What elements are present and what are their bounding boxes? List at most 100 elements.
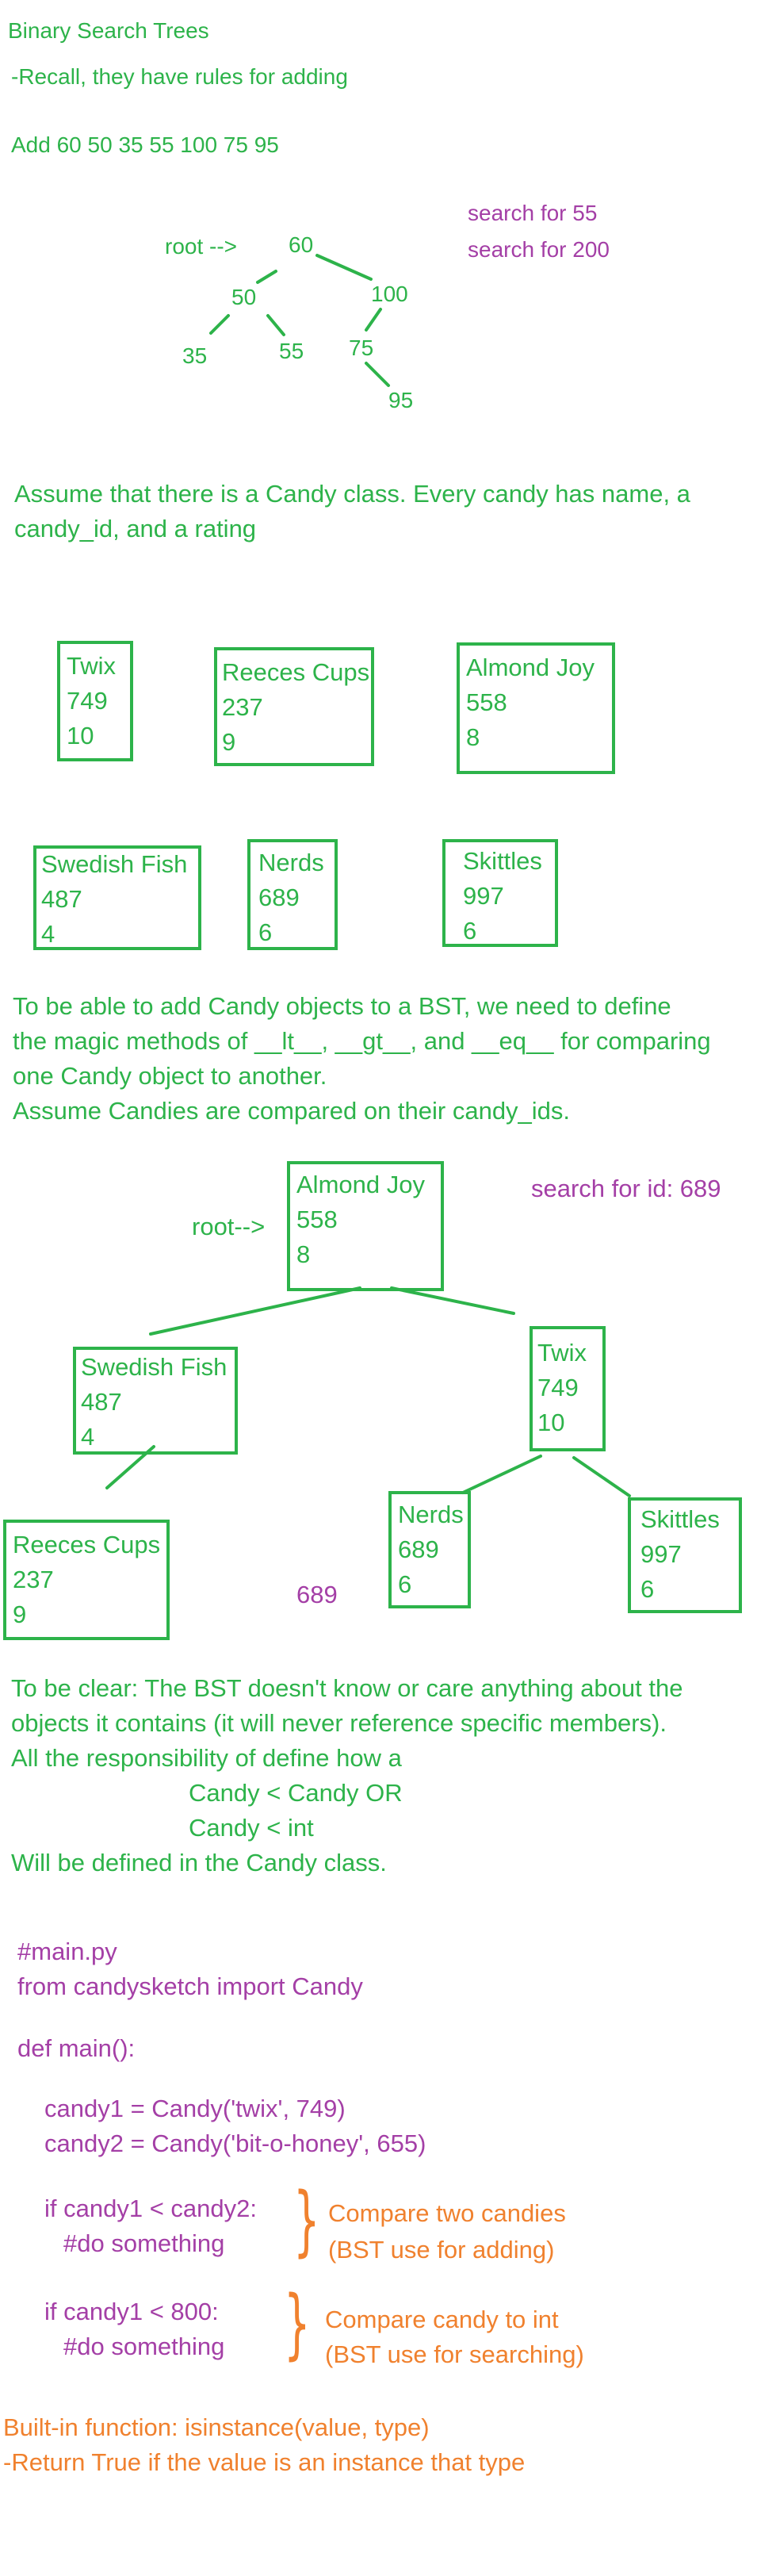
brace-compare-int: } [284,2279,311,2368]
candy-card-swedishfish-name: Swedish Fish [41,850,188,878]
candy-card-nerds-rating: 6 [258,918,273,946]
edge-twix-skittles [572,1456,631,1497]
candy-card-skittles-name: Skittles [463,847,542,875]
candy-card-swedishfish-rating: 4 [41,920,55,948]
tree-node-almondjoy-rating: 8 [296,1240,311,1268]
candy-card-almondjoy-name: Almond Joy [466,654,595,681]
tree-node-swedishfish-id: 487 [81,1388,122,1416]
clarify-line-2: objects it contains (it will never refer… [11,1709,667,1737]
tree-node-reeces-name: Reeces Cups [13,1531,161,1558]
candy-card-nerds-name: Nerds [258,849,324,876]
isinstance-heading: Built-in function: isinstance(value, typ… [3,2413,430,2441]
add-sequence: Add 60 50 35 55 100 75 95 [11,132,279,157]
edge-twix-nerds [461,1455,542,1494]
brace-compare-candies: } [293,2176,320,2265]
tree-node-twix-id: 749 [537,1374,579,1401]
tree-node-almondjoy-name: Almond Joy [296,1171,425,1198]
edge-100-75 [365,308,382,332]
bst-explain-line-1: To be able to add Candy objects to a BST… [13,992,671,1020]
candy-card-skittles [442,839,558,947]
node-35: 35 [182,343,208,368]
node-60: 60 [289,232,314,257]
node-100: 100 [371,282,408,306]
edge-50-35 [209,314,230,335]
candy-card-reeces [214,647,374,766]
isinstance-description: -Return True if the value is an instance… [3,2448,526,2476]
candy-intro-line-1: Assume that there is a Candy class. Ever… [14,480,690,508]
candy-card-reeces-name: Reeces Cups [222,658,370,686]
bst-explain-line-3: one Candy object to another. [13,1062,327,1090]
candy-search-note: search for id: 689 [531,1175,721,1202]
note-compare-candies: Compare two candies [328,2199,566,2227]
tree-node-reeces-rating: 9 [13,1600,27,1628]
candy-card-swedishfish [33,845,201,950]
clarify-line-5: Candy < int [189,1814,314,1842]
candy-card-reeces-rating: 9 [222,728,236,756]
code-comment-main: #main.py [17,1938,117,1965]
candy-card-nerds-id: 689 [258,884,300,911]
tree-node-nerds-rating: 6 [398,1570,412,1598]
tree-node-skittles-rating: 6 [640,1575,655,1603]
tree-node-almondjoy-id: 558 [296,1206,338,1233]
candy-card-skittles-rating: 6 [463,917,477,945]
search-note-200: search for 200 [468,237,610,262]
tree-node-twix-rating: 10 [537,1409,565,1436]
search-note-55: search for 55 [468,201,598,225]
code-candy2: candy2 = Candy('bit-o-honey', 655) [44,2129,426,2157]
code-do-something-1: #do something [63,2229,225,2257]
clarify-line-1: To be clear: The BST doesn't know or car… [11,1674,683,1702]
clarify-line-3: All the responsibility of define how a [11,1744,402,1772]
candy-card-almondjoy-rating: 8 [466,723,480,751]
code-if-int: if candy1 < 800: [44,2298,219,2325]
node-55: 55 [279,339,304,363]
note-bst-searching: (BST use for searching) [325,2340,584,2368]
tree-node-skittles-name: Skittles [640,1505,720,1533]
code-def-main: def main(): [17,2034,136,2062]
note-compare-int: Compare candy to int [325,2306,559,2333]
candy-card-twix-rating: 10 [67,722,94,749]
node-95: 95 [388,388,414,412]
candy-card-skittles-id: 997 [463,882,504,910]
note-bst-adding: (BST use for adding) [328,2236,555,2264]
recall-note: -Recall, they have rules for adding [11,64,348,89]
root-label: root --> [165,234,238,259]
candy-tree-root-label: root--> [192,1213,266,1240]
candy-card-twix-name: Twix [67,652,116,680]
edge-50-55 [266,314,285,336]
tree-node-swedishfish [73,1347,238,1455]
code-do-something-2: #do something [63,2333,225,2360]
tree-node-twix-name: Twix [537,1339,587,1367]
candy-card-twix-id: 749 [67,687,108,715]
bst-explain-line-2: the magic methods of __lt__, __gt__, and… [13,1027,711,1055]
edge-60-100 [315,254,373,281]
bst-explain-line-4: Assume Candies are compared on their can… [13,1097,571,1125]
candy-intro-line-2: candy_id, and a rating [14,515,257,542]
clarify-line-4: Candy < Candy OR [189,1779,403,1807]
tree-node-nerds-id: 689 [398,1535,439,1563]
tree-node-swedishfish-rating: 4 [81,1423,95,1451]
edge-almondjoy-swedishfish [149,1286,361,1336]
tree-node-reeces-id: 237 [13,1566,54,1593]
tree-node-nerds-name: Nerds [398,1501,464,1528]
candy-card-reeces-id: 237 [222,693,263,721]
tree-node-swedishfish-name: Swedish Fish [81,1353,228,1381]
tree-node-skittles [628,1497,742,1613]
code-import: from candysketch import Candy [17,1972,363,2000]
tree-node-skittles-id: 997 [640,1540,682,1568]
tree-node-twix [530,1326,606,1451]
clarify-line-6: Will be defined in the Candy class. [11,1849,387,1876]
candy-card-almondjoy-id: 558 [466,688,507,716]
tree-node-nerds [388,1491,471,1608]
page-title: Binary Search Trees [8,18,209,43]
edge-almondjoy-twix [390,1286,515,1315]
candy-card-almondjoy [457,642,615,774]
code-candy1: candy1 = Candy('twix', 749) [44,2095,346,2122]
search-value-689: 689 [296,1581,338,1608]
tree-node-almondjoy [287,1161,444,1291]
candy-card-swedishfish-id: 487 [41,885,82,913]
edge-75-95 [365,362,390,387]
tree-node-reeces [3,1520,170,1640]
code-if-candy: if candy1 < candy2: [44,2195,257,2222]
